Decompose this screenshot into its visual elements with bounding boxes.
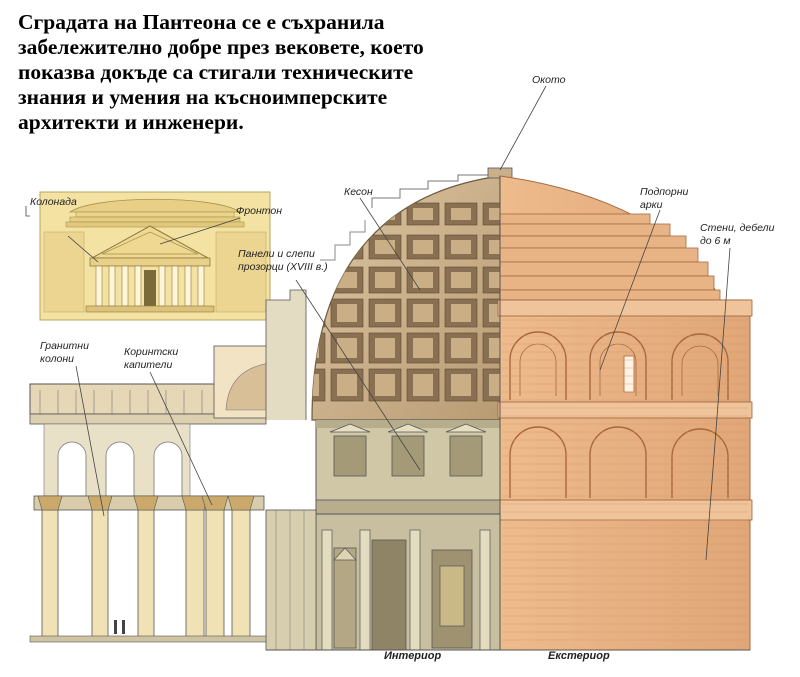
exterior — [497, 175, 753, 651]
inset-facade — [39, 191, 271, 321]
intro-text: Сградата на Пантеона се е съхранила забе… — [18, 10, 424, 134]
leader-lines — [25, 85, 731, 561]
label-granite-columns: Гранитни колони — [40, 340, 89, 365]
label-pediment: Фронтон — [236, 205, 283, 217]
label-panels: Панели и слепи прозорци (XVIII в.) — [238, 248, 328, 273]
label-oculus: Окото — [532, 74, 566, 86]
interior-drum — [265, 419, 501, 651]
stepped-outline — [371, 174, 490, 208]
label-coffer: Кесон — [344, 186, 373, 198]
label-support-arches: Подпорни арки — [640, 186, 689, 211]
label-walls: Стени, дебели до 6 м — [700, 222, 775, 247]
label-corinthian-capitals: Коринтски капители — [124, 346, 179, 371]
label-exterior: Екстериор — [548, 650, 610, 662]
label-colonnade: Колонада — [30, 196, 77, 208]
portico-cutaway — [29, 289, 307, 643]
dome-interior — [311, 175, 501, 421]
label-interior: Интериор — [384, 650, 442, 662]
